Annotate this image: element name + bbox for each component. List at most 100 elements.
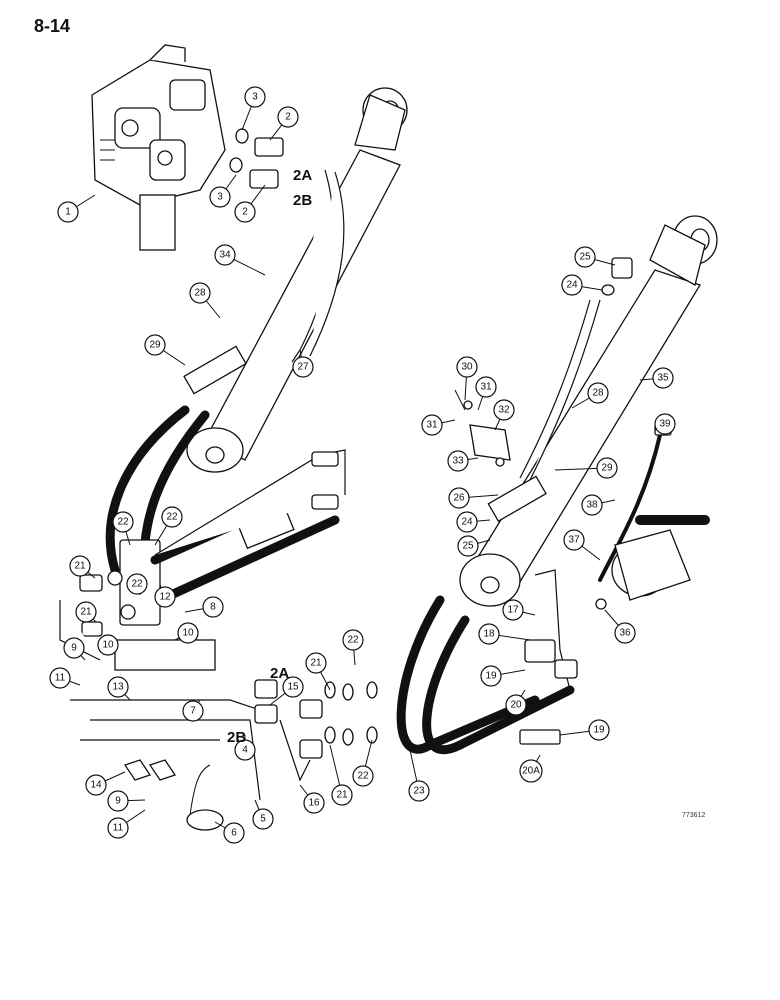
callout-number: 10	[102, 640, 114, 651]
callout-28: 28	[189, 282, 221, 319]
callout-circle	[305, 652, 327, 674]
callout-8: 8	[184, 596, 224, 618]
callout-number: 35	[657, 373, 669, 384]
callout-circle	[505, 694, 527, 716]
callout-22: 22	[112, 511, 134, 546]
callout-16: 16	[299, 784, 325, 814]
o-rings	[324, 681, 378, 746]
callout-27: 27	[292, 349, 314, 378]
callout-circle	[596, 457, 618, 479]
callout-circle	[456, 511, 478, 533]
callout-number: 5	[260, 814, 266, 825]
callout-25: 25	[457, 535, 491, 557]
hose-d	[155, 515, 340, 605]
callout-circle	[234, 739, 256, 761]
callout-number: 22	[357, 771, 369, 782]
callout-9: 9	[63, 637, 86, 661]
tee-block	[79, 539, 216, 671]
callout-number: 6	[231, 828, 237, 839]
callout-number: 20A	[522, 766, 540, 777]
callout-3: 3	[241, 86, 266, 131]
callout-circle	[107, 790, 129, 812]
callout-28: 28	[571, 382, 609, 409]
callout-number: 9	[115, 796, 121, 807]
callout-number: 31	[426, 420, 438, 431]
callout-number: 29	[149, 340, 161, 351]
callout-number: 11	[55, 673, 66, 684]
callout-29: 29	[144, 334, 186, 366]
callout-2: 2	[234, 184, 266, 223]
callout-circle	[277, 106, 299, 128]
callout-20A: 20A	[519, 754, 543, 783]
callout-number: 23	[413, 786, 425, 797]
hose-a	[105, 405, 190, 575]
callout-number: 12	[159, 592, 171, 603]
left-cylinder	[183, 87, 408, 473]
callout-circle	[214, 244, 236, 266]
bracket-32	[454, 389, 511, 467]
callout-35: 35	[639, 367, 674, 389]
callout-number: 30	[461, 362, 473, 373]
callout-29: 29	[554, 457, 618, 479]
callout-circle	[614, 622, 636, 644]
callout-circle	[652, 367, 674, 389]
illustration-code: 773612	[682, 812, 706, 819]
callout-circle	[352, 765, 374, 787]
callout-number: 28	[194, 288, 206, 299]
callout-number: 38	[586, 500, 598, 511]
callout-circle	[457, 535, 479, 557]
callout-number: 19	[485, 671, 497, 682]
callout-number: 33	[452, 456, 464, 467]
callout-23: 23	[408, 749, 430, 802]
callout-number: 14	[90, 780, 102, 791]
callout-13: 13	[107, 676, 131, 701]
callout-2: 2	[269, 106, 299, 141]
callout-number: 3	[217, 192, 223, 203]
callout-number: 15	[287, 682, 299, 693]
callout-19: 19	[559, 719, 610, 741]
callout-14: 14	[85, 771, 126, 796]
callout-38: 38	[581, 494, 616, 516]
callout-21: 21	[75, 601, 97, 623]
callout-circle	[63, 637, 85, 659]
callout-circle	[561, 274, 583, 296]
callout-circle	[144, 334, 166, 356]
callout-32: 32	[493, 399, 515, 431]
port-label-2a: 2A	[270, 665, 289, 682]
callout-number: 22	[131, 579, 143, 590]
callout-circle	[112, 511, 134, 533]
callout-number: 31	[480, 382, 492, 393]
exploded-view-drawing: 1223334282927222221221282110109111371521…	[49, 44, 718, 844]
callout-number: 21	[80, 607, 92, 618]
callout-number: 1	[65, 207, 71, 218]
callout-33: 33	[447, 450, 479, 472]
callout-circle	[456, 356, 478, 378]
callout-circle	[502, 599, 524, 621]
callout-number: 28	[592, 388, 604, 399]
callout-11: 11	[107, 809, 146, 839]
callout-number: 22	[117, 517, 129, 528]
callout-20: 20	[505, 689, 527, 716]
callout-circle	[478, 623, 500, 645]
port-label-2b: 2B	[293, 192, 312, 209]
callout-circle	[189, 282, 211, 304]
callout-37: 37	[563, 529, 601, 561]
callout-number: 36	[619, 628, 631, 639]
callout-number: 19	[593, 725, 605, 736]
callout-number: 20	[510, 700, 522, 711]
callout-34: 34	[214, 244, 266, 276]
callout-circle	[97, 634, 119, 656]
callout-circle	[202, 596, 224, 618]
callout-number: 24	[461, 517, 473, 528]
callout-number: 22	[347, 635, 359, 646]
callout-circle	[252, 808, 274, 830]
callout-circle	[480, 665, 502, 687]
callout-number: 34	[219, 250, 231, 261]
callout-15: 15	[269, 676, 304, 706]
callout-39: 39	[654, 413, 676, 435]
callout-circle	[57, 201, 79, 223]
callout-1: 1	[57, 194, 96, 223]
callout-number: 13	[112, 682, 124, 693]
callout-number: 21	[310, 658, 322, 669]
